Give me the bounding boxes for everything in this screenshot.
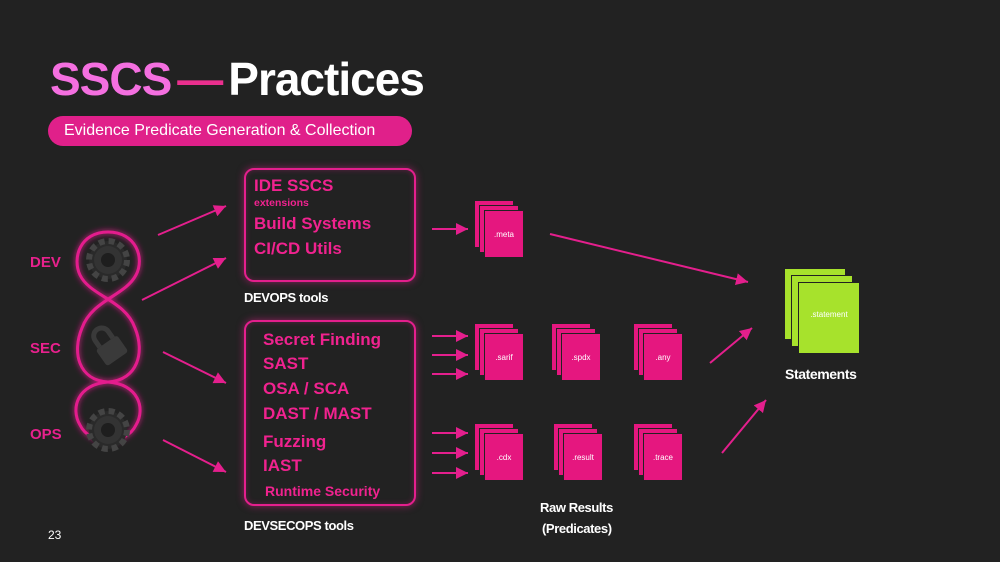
arrow-dev-to-devops-2 bbox=[141, 257, 227, 301]
tool-build-systems: Build Systems bbox=[254, 214, 372, 233]
file-label-cdx: .cdx bbox=[496, 452, 512, 462]
page-title: SSCS—Practices bbox=[50, 52, 425, 106]
predicates-label: (Predicates) bbox=[542, 521, 612, 536]
gear-icon bbox=[86, 408, 130, 452]
subtitle-pill: Evidence Predicate Generation & Collecti… bbox=[48, 116, 412, 146]
lock-icon bbox=[91, 325, 128, 366]
file-stack-result: .result bbox=[553, 423, 603, 481]
tool-sast: SAST bbox=[263, 354, 309, 373]
file-label-sarif: .sarif bbox=[495, 352, 513, 362]
phase-dev: DEV bbox=[30, 254, 61, 271]
phase-sec: SEC bbox=[30, 340, 61, 357]
file-label-meta: .meta bbox=[493, 229, 514, 239]
tool-osa-sca: OSA / SCA bbox=[263, 379, 350, 398]
file-stack-trace: .trace bbox=[633, 423, 683, 481]
tool-fuzzing: Fuzzing bbox=[263, 432, 327, 451]
arrow-ops-to-devsecops bbox=[162, 439, 227, 473]
devsecops-tools-box: Secret Finding SAST OSA / SCA DAST / MAS… bbox=[244, 320, 416, 506]
file-stack-any: .any bbox=[633, 323, 683, 381]
file-label-trace: .trace bbox=[652, 452, 673, 462]
file-label-spdx: .spdx bbox=[571, 352, 591, 362]
file-stack-meta: .meta bbox=[474, 200, 524, 258]
devops-tools-box: IDE SSCS extensions Build Systems CI/CD … bbox=[244, 168, 416, 282]
tool-ide-sscs: IDE SSCS bbox=[254, 176, 334, 195]
tool-cicd-utils: CI/CD Utils bbox=[254, 239, 342, 258]
statements-label: Statements bbox=[785, 366, 857, 382]
phase-ops: OPS bbox=[30, 426, 62, 443]
tool-ide-extensions: extensions bbox=[254, 197, 309, 209]
devops-caption: DEVOPS tools bbox=[244, 290, 329, 305]
tool-iast: IAST bbox=[263, 456, 302, 475]
title-rest: Practices bbox=[228, 53, 425, 105]
gear-icon bbox=[86, 238, 130, 282]
arrow-meta-to-statement bbox=[549, 233, 749, 286]
page-number: 23 bbox=[48, 528, 62, 542]
file-label-any: .any bbox=[655, 352, 671, 362]
arrow-dev-to-devops-1 bbox=[157, 205, 227, 236]
arrow-any-to-statement bbox=[709, 327, 753, 364]
title-highlight: SSCS bbox=[50, 53, 172, 105]
file-stack-statement: .statement bbox=[784, 268, 860, 354]
tool-dast-mast: DAST / MAST bbox=[263, 404, 372, 423]
raw-results-label: Raw Results bbox=[540, 500, 613, 515]
file-stack-cdx: .cdx bbox=[474, 423, 524, 481]
file-label-result: .result bbox=[572, 452, 594, 462]
title-dash: — bbox=[177, 53, 223, 105]
tool-runtime-security: Runtime Security bbox=[265, 483, 381, 499]
file-label-statement: .statement bbox=[810, 310, 848, 319]
tool-secret-finding: Secret Finding bbox=[263, 330, 382, 349]
arrow-trace-to-statement bbox=[721, 399, 767, 454]
arrow-sec-to-devsecops bbox=[162, 351, 227, 384]
file-stack-spdx: .spdx bbox=[551, 323, 601, 381]
devsecops-caption: DEVSECOPS tools bbox=[244, 518, 354, 533]
file-stack-sarif: .sarif bbox=[474, 323, 524, 381]
